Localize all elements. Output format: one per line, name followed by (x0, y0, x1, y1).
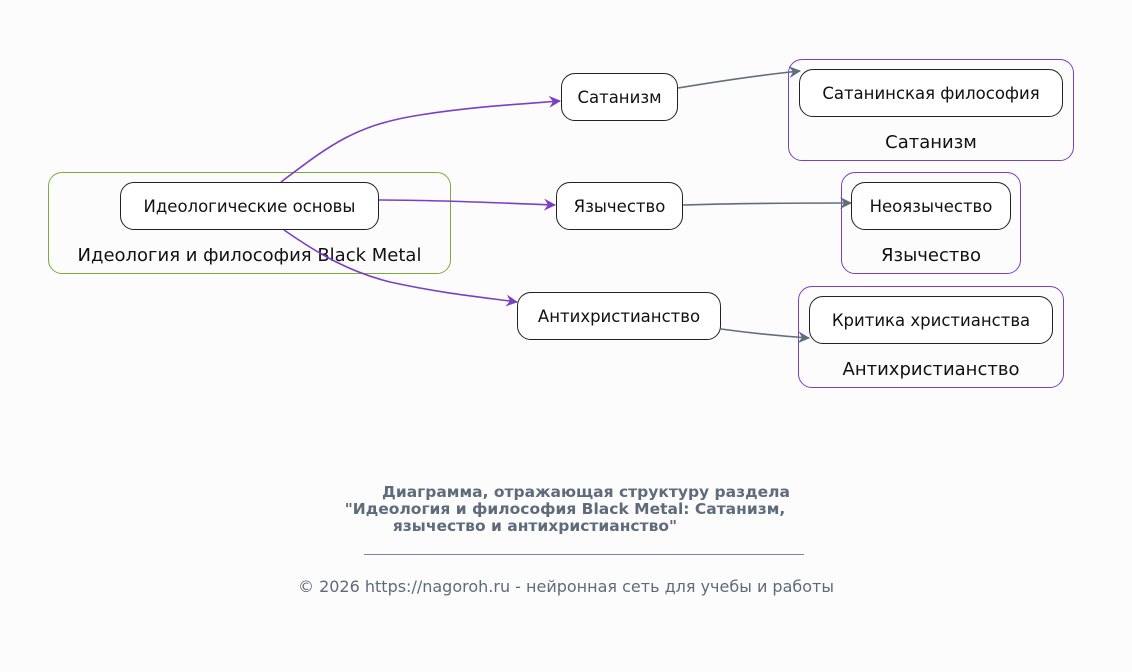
node-satanism[interactable]: Сатанизм (561, 73, 678, 121)
caption-line-2: "Идеология и философия Black Metal: Сата… (344, 500, 786, 518)
edge-paganism-to-neopaganism (682, 197, 852, 210)
caption-line-3: язычество и антихристианство" (392, 517, 678, 535)
node-ideological-foundations[interactable]: Идеологические основы (120, 182, 379, 230)
edge-ideology-to-paganism (378, 198, 556, 211)
node-paganism[interactable]: Язычество (556, 182, 683, 230)
edge-satanism-to-satanic-philosophy (677, 66, 801, 89)
diagram-caption: Диаграмма, отражающая структуру раздела … (300, 484, 830, 535)
cluster-label-paganism: Язычество (880, 245, 981, 266)
cluster-label-antichristianity: Антихристианство (842, 359, 1020, 380)
caption-divider (364, 554, 804, 555)
cluster-label-satanism: Сатанизм (885, 132, 977, 153)
edge-antichristianity-to-critique (720, 328, 810, 344)
caption-line-1: Диаграмма, отражающая структуру раздела (382, 483, 790, 501)
node-critique-of-christianity[interactable]: Критика христианства (809, 296, 1053, 344)
node-satanic-philosophy[interactable]: Сатанинская философия (799, 69, 1063, 117)
edge-ideology-to-antichristianity (283, 229, 518, 307)
node-neopaganism[interactable]: Неоязычество (851, 182, 1011, 230)
footer-copyright: © 2026 https://nagoroh.ru - нейронная се… (297, 577, 834, 596)
node-antichristianity[interactable]: Антихристианство (517, 292, 721, 340)
edge-ideology-to-satanism (280, 95, 561, 183)
